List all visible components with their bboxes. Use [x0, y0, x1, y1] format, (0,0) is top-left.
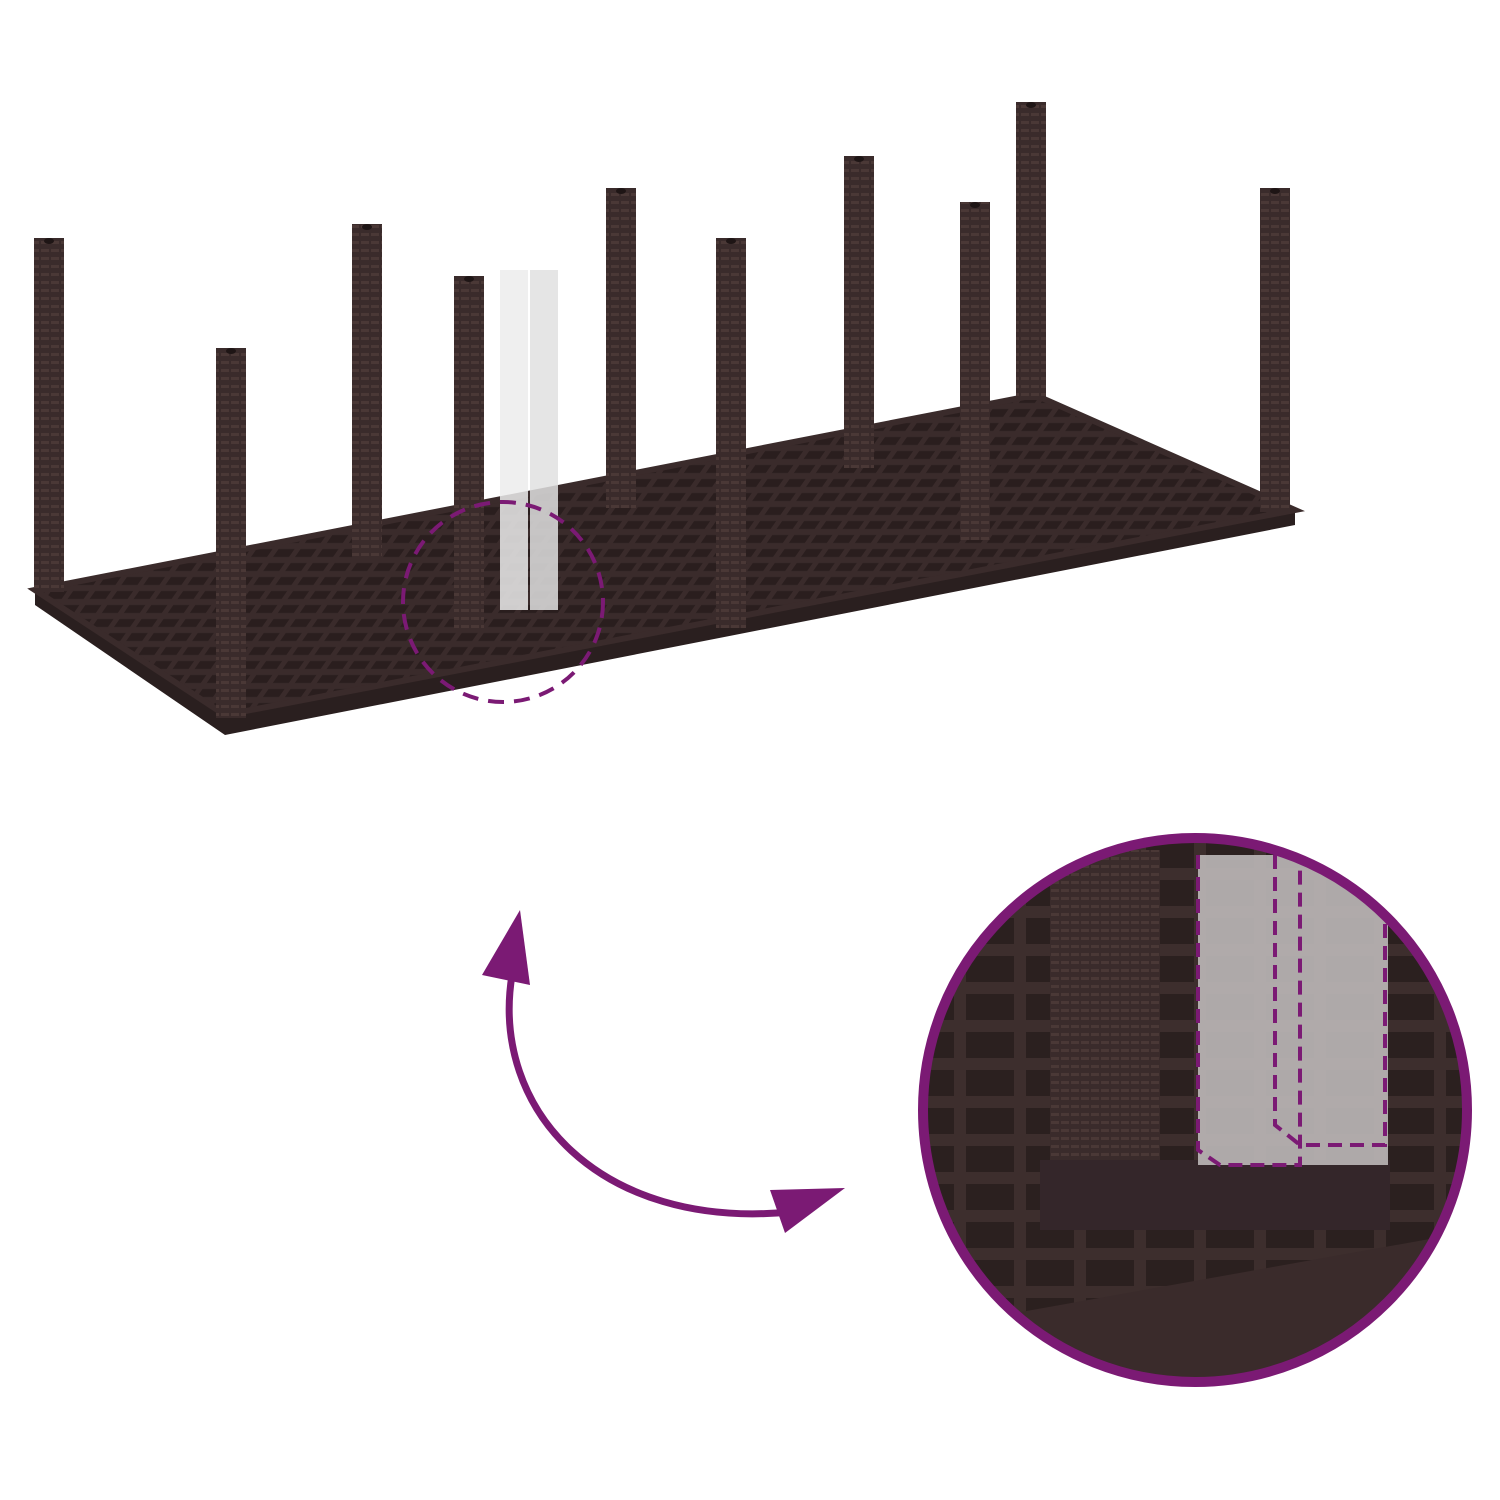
dashed-circle-icon: [401, 500, 605, 704]
post-hole: [362, 224, 372, 230]
post-hole: [616, 188, 626, 194]
post: [1260, 188, 1290, 512]
translucent-post: [500, 270, 558, 610]
post: [606, 188, 636, 508]
post: [216, 348, 246, 718]
post-hole: [226, 348, 236, 354]
post-hole: [44, 238, 54, 244]
post: [454, 276, 484, 628]
post: [960, 202, 990, 540]
post-hole: [854, 156, 864, 162]
post: [716, 238, 746, 628]
post: [1016, 102, 1046, 400]
posts: [34, 102, 1290, 718]
post-hole: [464, 276, 474, 282]
post-hole: [1270, 188, 1280, 194]
curved-double-arrow-icon: [482, 910, 845, 1233]
post-hole: [970, 202, 980, 208]
post-hole: [1026, 102, 1036, 108]
post: [34, 238, 64, 592]
magnified-detail-circle-icon: [918, 833, 1472, 1387]
post: [352, 224, 382, 560]
post-hole: [726, 238, 736, 244]
post: [844, 156, 874, 468]
